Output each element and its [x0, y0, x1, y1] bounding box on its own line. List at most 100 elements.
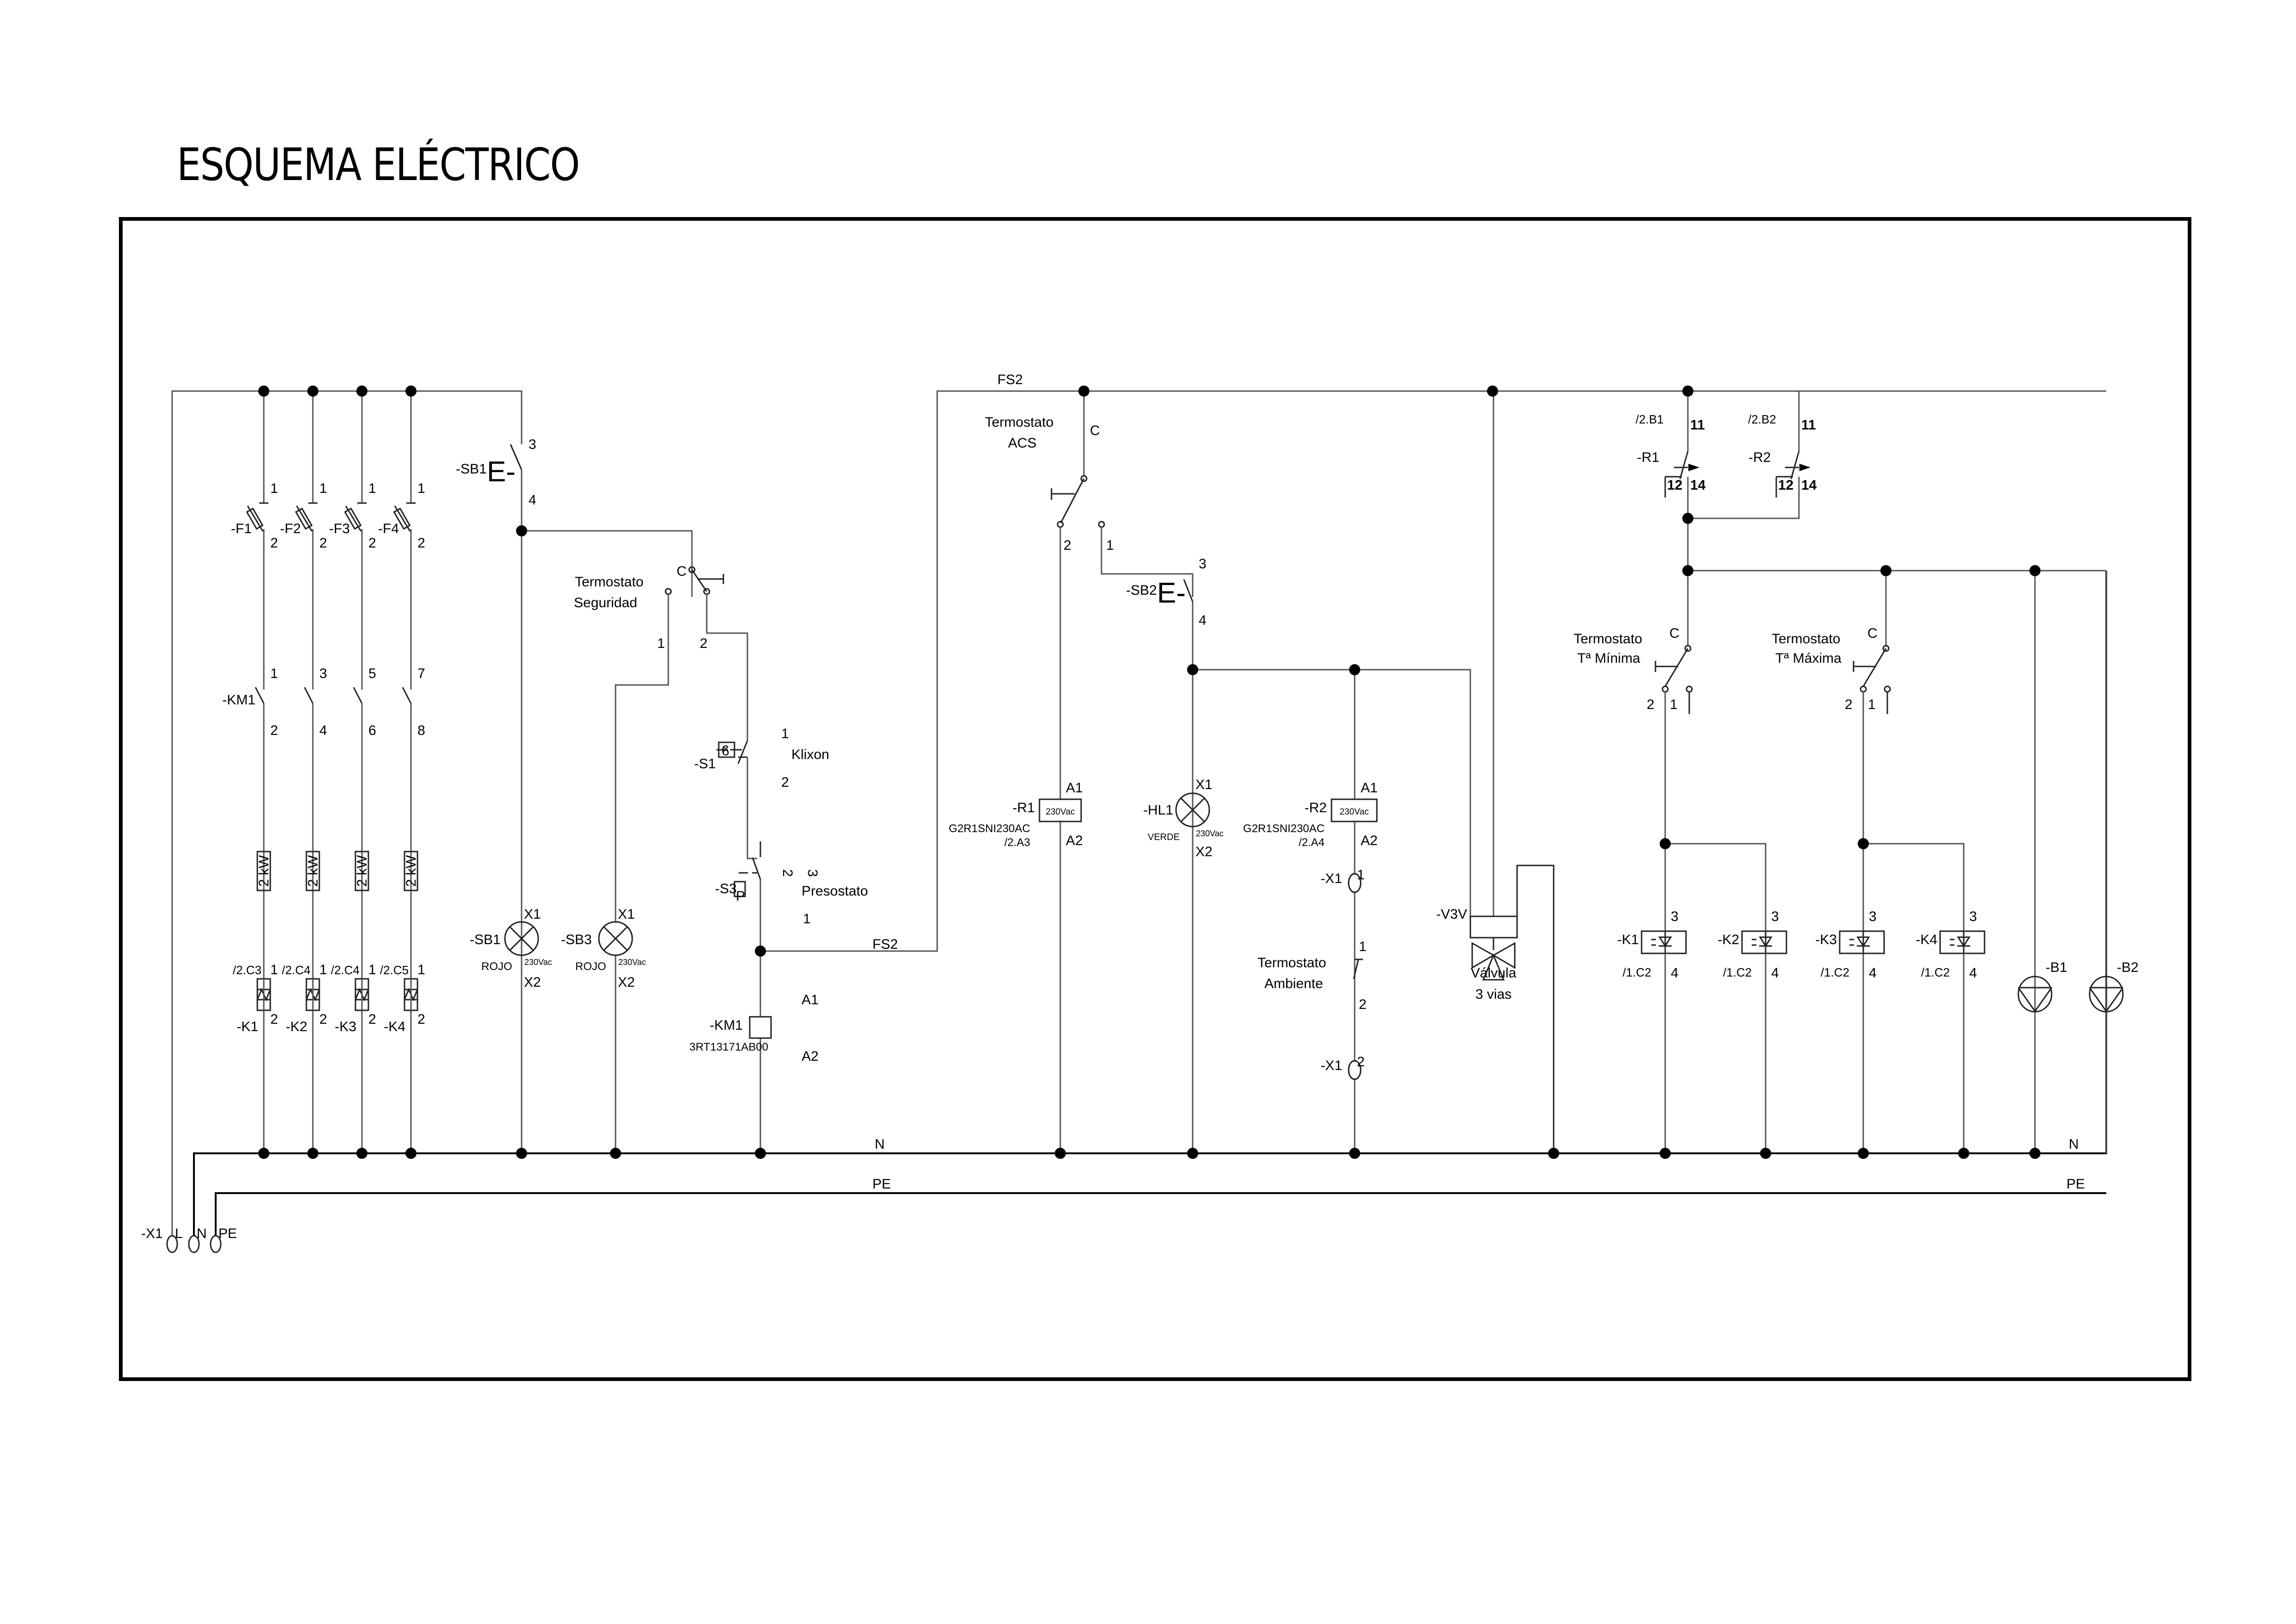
- fuse-pin-bottom: 2: [270, 535, 278, 551]
- presostato-pin-3: 3: [805, 869, 820, 877]
- sb1-pin-3: 3: [529, 437, 536, 452]
- heater-element: [256, 851, 271, 891]
- term-max-pin-2: 2: [1845, 697, 1853, 712]
- supply-pin-pe: PE: [218, 1226, 237, 1241]
- klixon-thermal-icon: [718, 741, 735, 758]
- presostato-tag: -S3: [715, 881, 737, 896]
- presostato-symbol: P: [736, 889, 745, 904]
- ssr-control-pin-3: 3: [1671, 909, 1679, 924]
- r2-model: G2R1SNI230AC: [1243, 822, 1325, 835]
- sb1-tag: -SB1: [456, 461, 487, 477]
- term-acs-label1: Termostato: [985, 415, 1053, 430]
- klixon-thermal-glyph: ϐ: [722, 743, 729, 759]
- ssr-control-pin-4: 4: [1771, 965, 1779, 981]
- term-seguridad-pin-c: C: [677, 564, 687, 579]
- neutral-bus-label-right: N: [2069, 1137, 2079, 1152]
- km1-pole-pin-bottom: 2: [270, 723, 278, 738]
- heater-element: [305, 851, 320, 891]
- supply-terminal: [166, 1235, 222, 1253]
- ssr-power-ref: /2.C4: [282, 963, 311, 977]
- earth-bus-label: PE: [872, 1176, 891, 1192]
- heater-rating: 2 kW: [305, 855, 321, 887]
- km1-pole-pin-top: 5: [368, 666, 376, 681]
- km1-pole-pin-bottom: 4: [319, 723, 327, 738]
- km1-pole-pin-bottom: 8: [417, 723, 425, 738]
- ssr-power-tag: -K2: [286, 1019, 307, 1034]
- km1-pole-pin-top: 1: [270, 666, 278, 681]
- ssr-control: 34-K4/1.C2: [1916, 909, 1985, 981]
- term-acs-pin-2: 2: [1064, 538, 1071, 553]
- ssr-control: 34-K1/1.C2: [1617, 909, 1687, 981]
- km1-pole-pin-bottom: 6: [368, 723, 376, 738]
- lamp-sb1-x2: X2: [524, 975, 541, 990]
- junction-dots-left: [258, 386, 766, 1159]
- r1-contact-pin-11: 11: [1690, 417, 1705, 433]
- ssr-control-pin-3: 3: [1869, 909, 1877, 924]
- km1-pole-pin-top: 7: [417, 666, 425, 681]
- term-seguridad-pin-1: 1: [657, 636, 665, 651]
- lamp-sb1-x1: X1: [524, 907, 541, 922]
- sb2-pin-3: 3: [1199, 556, 1207, 572]
- heater-element: [355, 851, 369, 891]
- ssr-control-pin-3: 3: [1969, 909, 1977, 924]
- r2-contact-pin-11: 11: [1801, 417, 1816, 433]
- lamp-sb3-voltage: 230Vac: [618, 958, 646, 967]
- fuse-pin-top: 1: [270, 481, 278, 496]
- ssr-led-icon: [1641, 930, 1687, 954]
- term-max-label1: Termostato: [1772, 631, 1840, 647]
- ssr-power-pin-top: 1: [417, 962, 425, 977]
- term-ambiente-pin-2: 2: [1359, 997, 1367, 1012]
- heater-rating: 2 kW: [355, 855, 370, 887]
- r1-voltage: 230Vac: [1045, 807, 1075, 817]
- sb2-tag: -SB2: [1126, 583, 1157, 598]
- r1-model: G2R1SNI230AC: [949, 822, 1030, 835]
- terminal-x1-2: [1348, 1060, 1362, 1080]
- lamp-sb3-icon: [598, 921, 633, 956]
- klixon-pin-1: 1: [781, 726, 789, 741]
- term-min-pin-1: 1: [1670, 697, 1678, 712]
- ssr-control: 34-K2/1.C2: [1717, 909, 1787, 981]
- ssr-control-pin-3: 3: [1771, 909, 1779, 924]
- km1-coil: [749, 1016, 772, 1039]
- fs2-label-upper: FS2: [997, 372, 1023, 387]
- terminal-x1-2-pin: 2: [1357, 1054, 1365, 1070]
- r2-tag: -R2: [1305, 800, 1327, 815]
- r1-ref: /2.A3: [1004, 836, 1030, 849]
- km1-coil-pin-a2: A2: [802, 1049, 819, 1064]
- r2-pin-a1: A1: [1361, 780, 1378, 796]
- sb2-pushbutton-symbol: E-: [1157, 577, 1186, 609]
- terminal-x1-2-tag: -X1: [1320, 1058, 1342, 1073]
- right-section: [1655, 390, 2107, 1153]
- r1-contact-pin-14: 14: [1690, 478, 1706, 493]
- term-seguridad-label1: Termostato: [575, 574, 643, 590]
- heater-rating: 2 kW: [404, 855, 419, 887]
- lamp-hl1-x2: X2: [1195, 844, 1213, 859]
- heater-rating: 2 kW: [256, 855, 272, 887]
- fuse-pin-top: 1: [417, 481, 425, 496]
- r1-contact-tag: -R1: [1637, 450, 1659, 465]
- term-ambiente-label2: Ambiente: [1264, 976, 1323, 991]
- pump-b2: [2089, 976, 2124, 1013]
- term-min-label2: Tª Mínima: [1577, 651, 1640, 666]
- ssr-power-tag: -K3: [335, 1019, 356, 1034]
- ssr-control-pin-4: 4: [1869, 965, 1877, 981]
- term-max-label2: Tª Máxima: [1775, 651, 1842, 666]
- km1-pole-pin-top: 3: [319, 666, 327, 681]
- ssr-power-pin-bottom: 2: [270, 1012, 278, 1027]
- safety-chain: [665, 390, 2106, 1153]
- term-acs-pin-1: 1: [1106, 538, 1114, 553]
- ssr-power-pin-top: 1: [270, 962, 278, 977]
- r2-voltage: 230Vac: [1339, 807, 1369, 817]
- pump-b1-tag: -B1: [2046, 960, 2067, 975]
- heater-element: [404, 851, 418, 891]
- acs-section: [1039, 391, 1471, 1153]
- lamp-sb3-branch: [598, 622, 669, 1153]
- lamp-sb3-tag: -SB3: [561, 932, 592, 947]
- fuse-pin-top: 1: [368, 481, 376, 496]
- ssr-power-ref: /2.C5: [380, 963, 409, 977]
- valve-tag: -V3V: [1436, 907, 1467, 922]
